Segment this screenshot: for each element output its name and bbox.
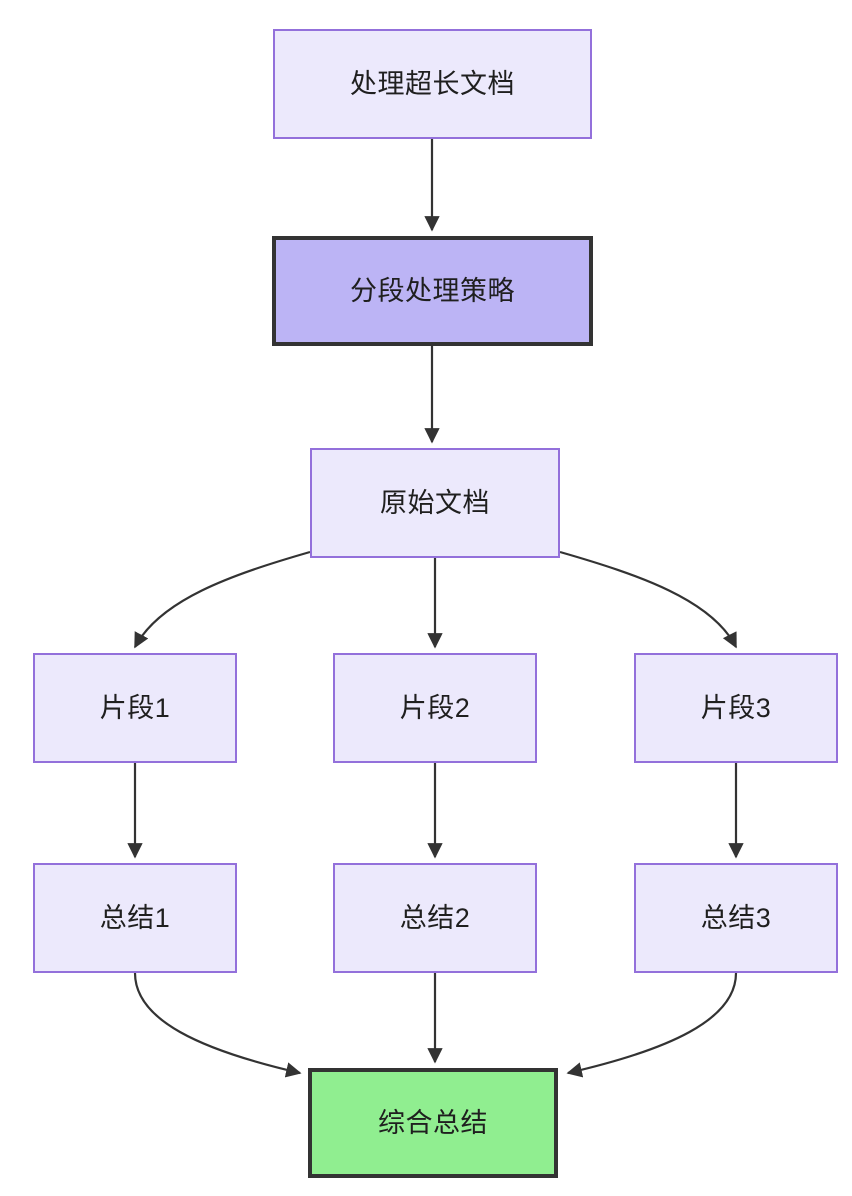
node-label: 总结2 [399,902,471,933]
edge-source-chunk1 [134,550,311,649]
node-doc-task[interactable]: 处理超长文档 [273,29,592,139]
node-label: 片段2 [399,692,471,723]
node-summary-1[interactable]: 总结1 [33,863,237,973]
node-label: 处理超长文档 [350,68,515,99]
node-label: 总结1 [99,902,171,933]
node-label: 片段1 [99,692,171,723]
node-label: 分段处理策略 [350,275,515,306]
node-final-summary[interactable]: 综合总结 [308,1068,558,1178]
node-label: 片段3 [700,692,772,723]
node-chunk-1[interactable]: 片段1 [33,653,237,763]
node-summary-2[interactable]: 总结2 [333,863,537,973]
node-strategy[interactable]: 分段处理策略 [272,236,593,346]
node-label: 原始文档 [380,487,490,518]
node-chunk-2[interactable]: 片段2 [333,653,537,763]
edge-source-chunk3 [559,550,737,649]
node-label: 综合总结 [378,1107,488,1138]
node-chunk-3[interactable]: 片段3 [634,653,838,763]
edge-summary3-final [566,972,738,1078]
node-label: 总结3 [700,902,772,933]
node-source-document[interactable]: 原始文档 [310,448,560,558]
edge-summary1-final [133,972,302,1078]
node-summary-3[interactable]: 总结3 [634,863,838,973]
